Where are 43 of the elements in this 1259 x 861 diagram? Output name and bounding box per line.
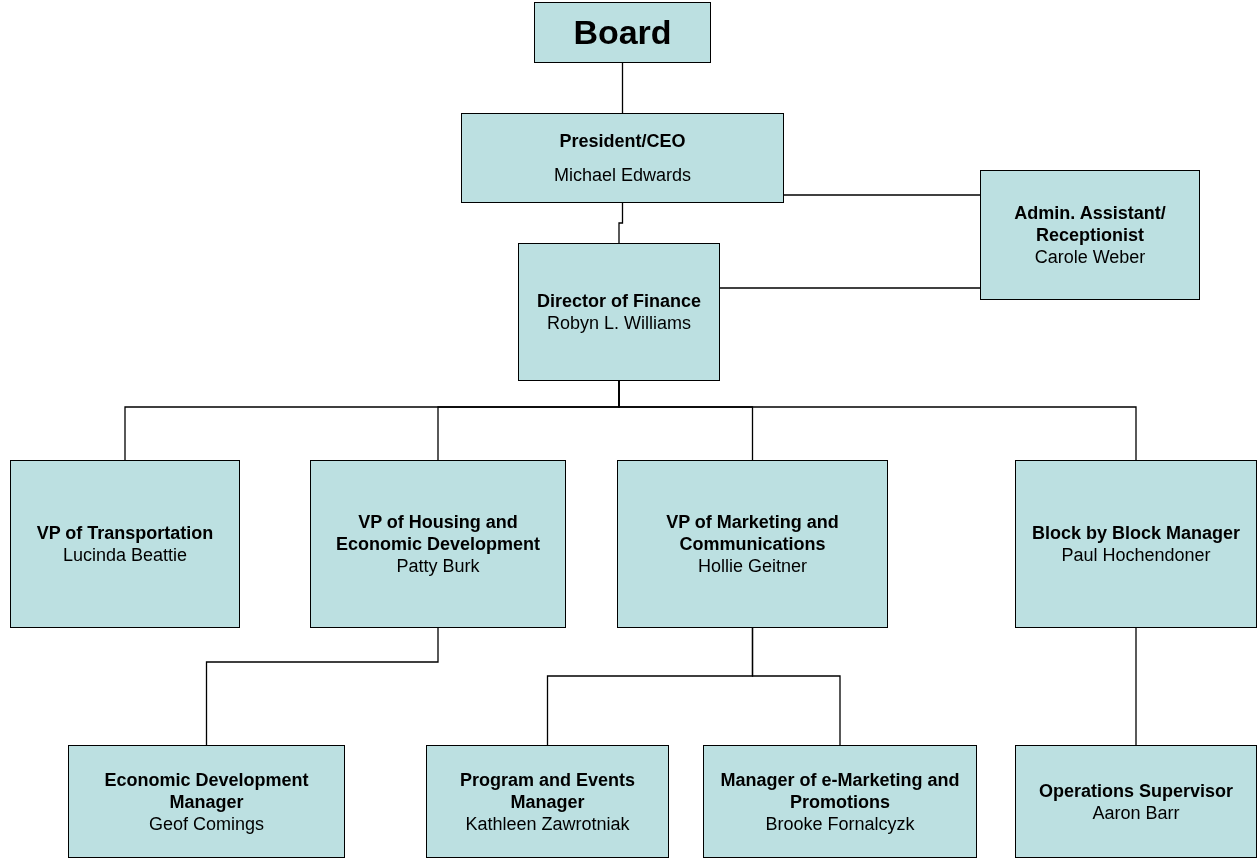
connector-line: [618, 380, 1137, 461]
connector-line: [783, 194, 981, 196]
position-title: Board: [573, 12, 672, 54]
position-box: [461, 113, 784, 203]
position-title: Admin. Assistant/ Receptionist: [1013, 202, 1167, 246]
connector-line: [618, 202, 624, 244]
position-title: President/CEO: [559, 130, 686, 152]
position-box: [617, 460, 888, 628]
position-box: [1015, 460, 1257, 628]
person-name: Lucinda Beattie: [62, 544, 188, 566]
position-box: [980, 170, 1200, 300]
position-box: [703, 745, 977, 858]
connector-line: [751, 627, 841, 746]
position-title: Economic Development Manager: [103, 768, 310, 813]
position-title: Operations Supervisor: [1038, 779, 1234, 802]
person-name: Kathleen Zawrotniak: [465, 812, 630, 835]
position-box: [310, 460, 566, 628]
position-box: [68, 745, 345, 858]
position-title: Program and Events Manager: [458, 768, 637, 813]
person-name: Hollie Geitner: [697, 555, 807, 577]
position-box: [534, 2, 711, 63]
position-box: [426, 745, 669, 858]
connector-line: [205, 627, 439, 746]
connector-line: [719, 287, 981, 289]
position-title: VP of Transportation: [36, 522, 214, 544]
connector-line: [621, 62, 624, 114]
position-title: Manager of e-Marketing and Promotions: [719, 768, 961, 813]
position-title: Director of Finance: [537, 290, 701, 312]
person-name: Patty Burk: [396, 555, 480, 577]
person-name: Brooke Fornalcyzk: [765, 812, 915, 835]
person-name: Aaron Barr: [1092, 801, 1180, 824]
position-box: [518, 243, 720, 381]
person-name: Paul Hochendoner: [1061, 544, 1211, 566]
connector-line: [1135, 627, 1137, 746]
person-name: Michael Edwards: [553, 164, 692, 186]
position-box: [1015, 745, 1257, 858]
person-name: Geof Comings: [148, 812, 265, 835]
position-title: VP of Marketing and Communications: [665, 511, 840, 555]
position-title: Block by Block Manager: [1031, 522, 1241, 544]
person-name: Robyn L. Williams: [546, 312, 691, 334]
position-box: [10, 460, 240, 628]
position-title: VP of Housing and Economic Development: [334, 511, 541, 555]
person-name: Carole Weber: [1034, 246, 1146, 268]
